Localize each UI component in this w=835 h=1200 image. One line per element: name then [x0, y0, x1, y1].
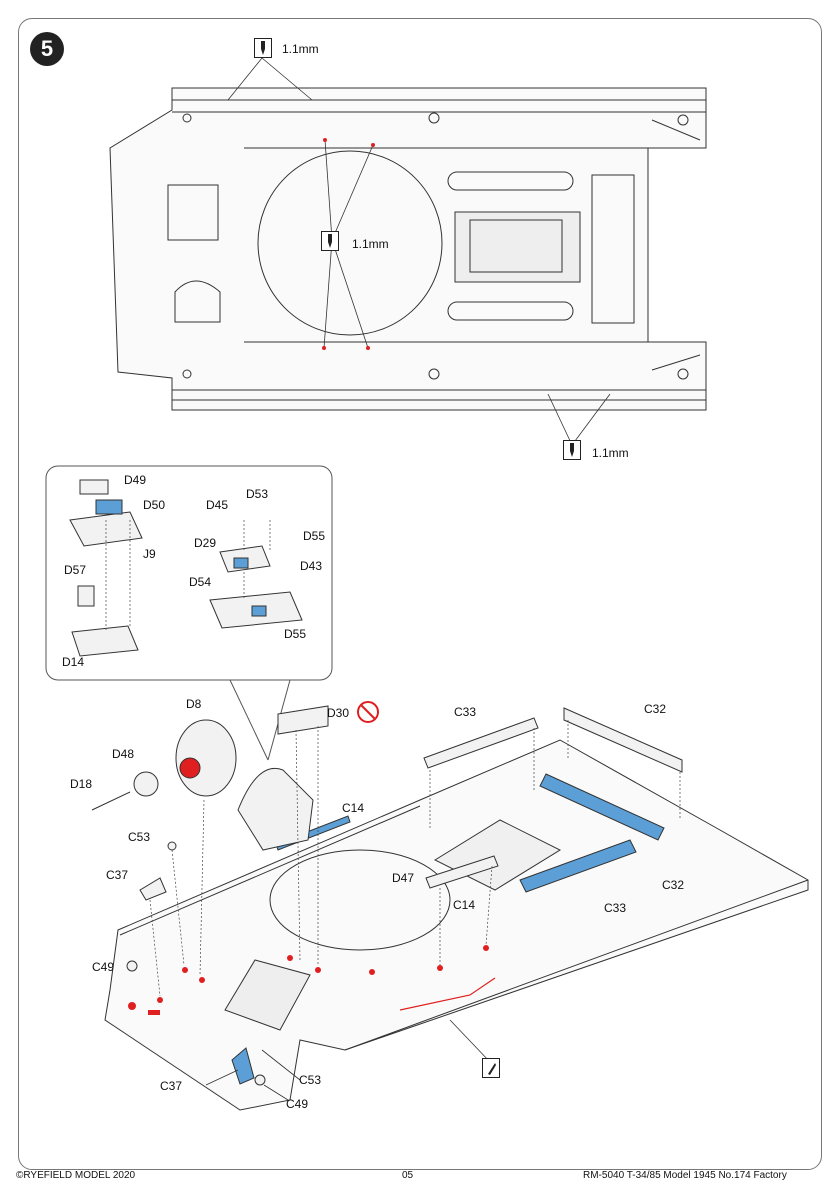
part-label: C53: [128, 830, 151, 844]
part-label: D48: [112, 747, 135, 761]
page-frame: [18, 18, 822, 1170]
copyright-text: ©RYEFIELD MODEL 2020: [16, 1170, 136, 1181]
part-label: D54: [189, 575, 212, 589]
drill-size-label: 1.1mm: [352, 237, 389, 251]
part-label: D50: [143, 498, 166, 512]
part-label: D47: [392, 871, 415, 885]
drill-icon: [321, 231, 339, 251]
part-label: C37: [106, 868, 129, 882]
part-label: J9: [143, 547, 156, 561]
part-label: D57: [64, 563, 87, 577]
part-label: C49: [92, 960, 115, 974]
part-label: D18: [70, 777, 93, 791]
part-label: C53: [299, 1073, 322, 1087]
part-label: D29: [194, 536, 217, 550]
part-label: D8: [186, 697, 202, 711]
page-number: 05: [402, 1170, 414, 1181]
part-label: C32: [644, 702, 667, 716]
drill-size-label: 1.1mm: [282, 42, 319, 56]
model-title: RM-5040 T-34/85 Model 1945 No.174 Factor…: [583, 1170, 787, 1181]
part-label: D55: [284, 627, 307, 641]
part-label: D14: [62, 655, 85, 669]
part-label: C33: [454, 705, 477, 719]
drill-icon: [563, 440, 581, 460]
part-label: D49: [124, 473, 147, 487]
part-label: D30: [327, 706, 350, 720]
drill-icon: [254, 38, 272, 58]
step-number-badge: 5: [30, 32, 64, 66]
hull-isometric: [104, 739, 809, 1111]
part-label: C33: [604, 901, 627, 915]
part-label: C14: [342, 801, 365, 815]
part-label: D53: [246, 487, 269, 501]
part-label: C49: [286, 1097, 309, 1111]
cut-knife-icon: [482, 1058, 500, 1078]
part-label: D55: [303, 529, 326, 543]
part-label: D45: [206, 498, 229, 512]
hull-floor-top-view: [109, 87, 707, 411]
part-label: C32: [662, 878, 685, 892]
part-label: C14: [453, 898, 476, 912]
part-label: D43: [300, 559, 323, 573]
part-label: C37: [160, 1079, 183, 1093]
drill-size-label: 1.1mm: [592, 446, 629, 460]
